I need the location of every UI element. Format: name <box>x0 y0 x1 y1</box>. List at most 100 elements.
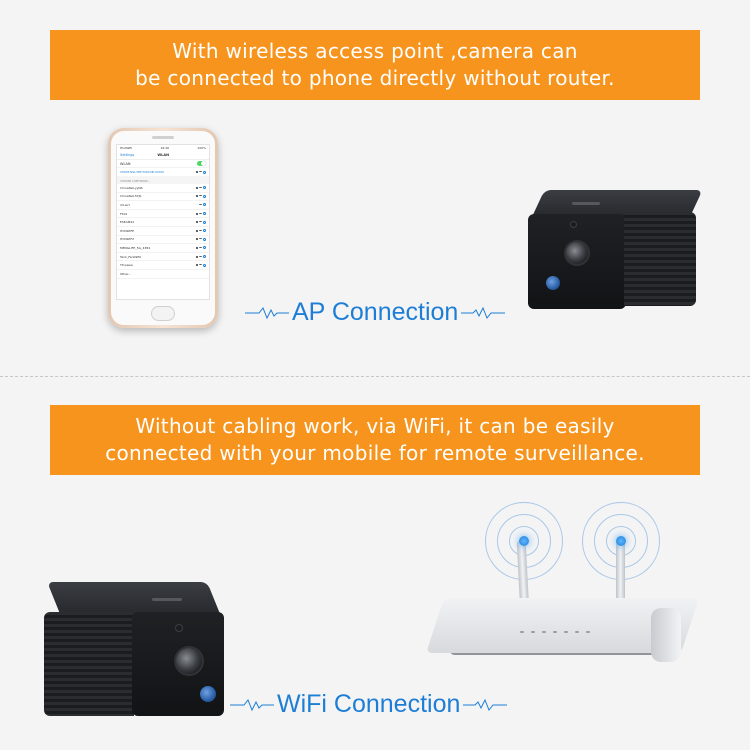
wifi-icon <box>199 212 202 215</box>
wifi-icon <box>199 229 202 232</box>
wifi-icon <box>199 186 202 189</box>
bottom-banner: Without cabling work, via WiFi, it can b… <box>50 405 700 475</box>
settings-back-link[interactable]: Settings <box>120 153 135 157</box>
network-row[interactable]: TP-pawa <box>117 261 209 270</box>
camera-lens <box>564 240 590 266</box>
camera-side-vents <box>624 212 696 306</box>
router-led <box>531 631 535 633</box>
camera-sensor <box>570 221 577 228</box>
info-icon[interactable] <box>203 237 206 241</box>
ap-connection-label: AP Connection <box>245 298 506 327</box>
info-icon[interactable] <box>203 246 206 250</box>
lock-icon <box>196 255 198 258</box>
network-name: ChinaNet-5TJK <box>120 194 142 199</box>
info-icon[interactable] <box>203 203 206 207</box>
wifi-icon <box>199 246 202 249</box>
router-led <box>586 631 590 633</box>
signal-wave-right-icon <box>461 306 506 319</box>
camera-power-button <box>200 686 216 702</box>
network-row-other[interactable]: Other... <box>117 270 209 279</box>
network-row[interactable]: Tank_Fan09E0 <box>117 253 209 262</box>
lock-icon <box>196 171 198 173</box>
wifi-icon <box>199 203 202 206</box>
wifi-connection-text: WiFi Connection <box>277 690 461 718</box>
camera-lens <box>174 646 204 676</box>
network-row[interactable]: ChinaNet-5TJK <box>117 193 209 202</box>
router-status-leds <box>520 631 590 633</box>
antenna-light-left <box>519 536 529 546</box>
router-led <box>553 631 557 633</box>
network-row[interactable]: ChinaNet-yyN6 <box>117 184 209 193</box>
network-row[interactable]: dd-wrt <box>117 201 209 210</box>
wlan-title: WLAN <box>157 153 170 157</box>
bottom-banner-line-1: Without cabling work, via WiFi, it can b… <box>135 414 615 438</box>
wifi-icon <box>199 238 202 240</box>
wlan-toggle-label: WLAN <box>120 161 131 166</box>
lock-icon <box>196 264 198 267</box>
router-led <box>575 631 579 633</box>
wifi-router <box>425 480 705 690</box>
router-stand <box>651 608 681 662</box>
lock-icon <box>196 221 198 224</box>
top-banner: With wireless access point ,camera can b… <box>50 30 700 100</box>
lock-icon <box>196 246 198 249</box>
wifi-connection-label: WiFi Connection <box>230 690 508 719</box>
network-section-header: CHOOSE A NETWORK... <box>117 176 209 184</box>
camera-slot <box>572 202 600 205</box>
wifi-icon <box>199 255 202 258</box>
camera-power-button <box>546 276 560 290</box>
network-name: HCNWIFE <box>120 228 135 233</box>
info-icon[interactable] <box>203 220 206 224</box>
wlan-toggle-row: WLAN <box>117 160 209 168</box>
section-divider <box>0 376 750 377</box>
status-carrier: HUAWEI <box>120 146 133 150</box>
top-banner-line-1: With wireless access point ,camera can <box>172 39 578 63</box>
info-icon[interactable] <box>203 212 206 216</box>
info-icon[interactable] <box>203 229 206 233</box>
camera-top-face <box>47 582 221 616</box>
network-name: MENGLIFE_5G_4384 <box>120 245 151 250</box>
lock-icon <box>196 229 198 232</box>
router-led <box>564 631 568 633</box>
top-banner-line-2: be connected to phone directly without r… <box>135 66 615 90</box>
network-list: ChinaNet-yyN6 ChinaNet-5TJK dd-wrt FS01 … <box>117 184 209 279</box>
wlan-toggle[interactable] <box>197 161 206 166</box>
network-name: Tank_Fan09E0 <box>120 254 142 259</box>
camera-sensor <box>175 624 183 632</box>
signal-wave-left-icon <box>230 698 274 711</box>
camera-bottom-left <box>40 582 225 717</box>
info-icon[interactable] <box>203 170 206 174</box>
network-row[interactable]: FS01 <box>117 210 209 219</box>
network-name: dd-wrt <box>120 202 130 207</box>
network-name: ESEAM22 <box>120 220 135 225</box>
phone-nav-bar: Settings WLAN <box>117 151 209 160</box>
network-row[interactable]: HCNWIF2 <box>117 236 209 245</box>
status-time: 16:26 <box>160 146 170 150</box>
info-icon[interactable] <box>203 263 206 267</box>
network-row[interactable]: MENGLIFE_5G_4384 <box>117 244 209 253</box>
antenna-light-right <box>616 536 626 546</box>
wifi-icon <box>199 221 202 223</box>
info-icon[interactable] <box>203 186 206 190</box>
network-name: HCNWIF2 <box>120 237 135 242</box>
lock-icon <box>196 212 198 215</box>
camera-side-vents <box>44 612 134 716</box>
connected-network-name: CHNIT-NSL3PP-T2KS3B-UUMU <box>120 170 165 174</box>
lock-icon <box>196 238 198 241</box>
connected-network-row[interactable]: CHNIT-NSL3PP-T2KS3B-UUMU <box>117 168 209 176</box>
lock-icon <box>196 195 198 198</box>
lock-icon <box>196 186 198 189</box>
network-name: TP-pawa <box>120 263 133 268</box>
wifi-icon <box>199 171 202 173</box>
network-name: FS01 <box>120 211 128 216</box>
info-icon[interactable] <box>203 194 206 198</box>
camera-top-right <box>528 190 703 310</box>
info-icon[interactable] <box>203 255 206 259</box>
signal-wave-left-icon <box>245 306 289 319</box>
network-row[interactable]: HCNWIFE <box>117 227 209 236</box>
network-row[interactable]: ESEAM22 <box>117 218 209 227</box>
phone-screen: HUAWEI 16:26 100% Settings WLAN WLAN CHN… <box>116 144 210 300</box>
ap-connection-text: AP Connection <box>292 298 459 326</box>
signal-wave-right-icon <box>463 698 508 711</box>
network-name: ChinaNet-yyN6 <box>120 185 143 190</box>
